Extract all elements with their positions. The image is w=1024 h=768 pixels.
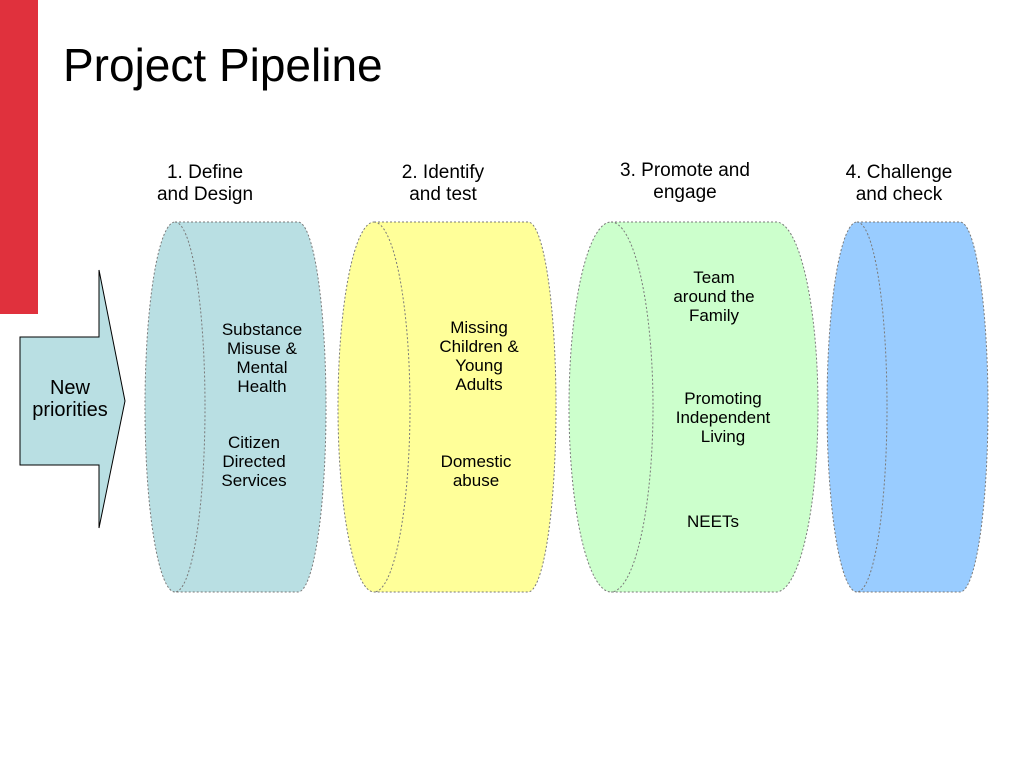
stage-3-label: 3. Promote and engage xyxy=(620,160,750,203)
slide-title: Project Pipeline xyxy=(63,39,383,91)
cylinder-stage-2 xyxy=(337,221,557,593)
stage-2-item-2: Domestic abuse xyxy=(440,452,512,490)
stage-1-item-2: Citizen Directed Services xyxy=(221,433,287,490)
new-priorities-label: New priorities xyxy=(32,377,108,421)
stage-4-label: 4. Challenge and check xyxy=(845,162,953,205)
cylinder-stage-3 xyxy=(568,221,819,593)
cylinder-stage-4 xyxy=(826,221,989,593)
stage-3-item-1: Team around the Family xyxy=(673,268,755,325)
cylinder-stage-1 xyxy=(144,221,327,593)
stage-2-label: 2. Identify and test xyxy=(401,162,485,205)
stage-1-item-1: Substance Misuse & Mental Health xyxy=(221,320,303,396)
accent-bar xyxy=(0,0,38,314)
stage-3-item-3: NEETs xyxy=(687,512,739,531)
stage-2-item-1: Missing Children & Young Adults xyxy=(439,318,519,394)
new-priorities-arrow xyxy=(19,269,126,529)
stage-1-label: 1. Define and Design xyxy=(156,162,254,205)
stage-3-item-2: Promoting Independent Living xyxy=(675,389,771,446)
